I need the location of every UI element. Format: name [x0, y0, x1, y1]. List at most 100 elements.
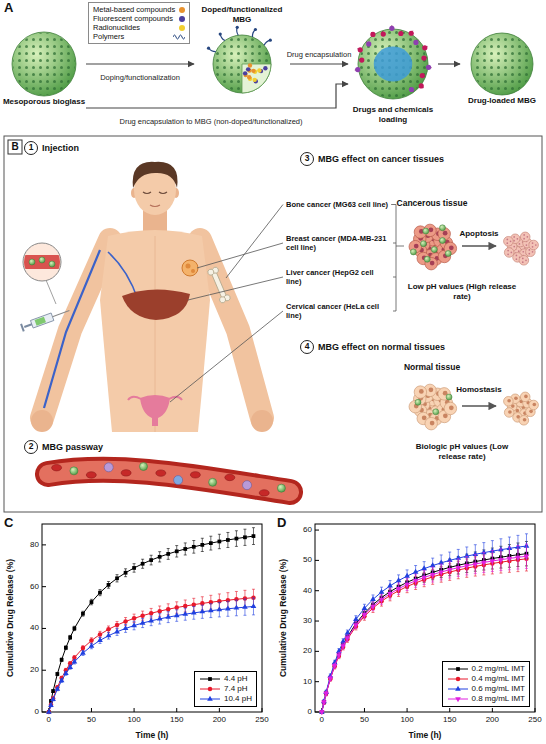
panel-frame	[4, 136, 542, 512]
cell-cluster	[504, 248, 514, 258]
particle-sphere	[426, 65, 431, 70]
edge-label: Drug encapsulation to MBG (non-doped/fun…	[118, 117, 303, 126]
data-series	[363, 618, 366, 619]
blood-cells	[86, 472, 96, 478]
data-series	[192, 553, 195, 554]
data-series	[525, 544, 528, 545]
data-series	[362, 613, 368, 618]
legend-sample	[447, 695, 469, 703]
legend-sample	[207, 696, 213, 701]
data-series	[353, 616, 359, 621]
data-series	[141, 562, 145, 566]
particle-sphere	[398, 31, 403, 36]
plot-frame	[315, 524, 535, 712]
particle-sphere	[359, 30, 427, 98]
data-series	[226, 547, 229, 548]
cell-cluster	[523, 418, 527, 422]
axis-tick	[42, 628, 46, 629]
legend-text: 0.8 mg/mL IMT	[472, 694, 526, 704]
data-series	[116, 635, 119, 636]
step-marker: 1Injection	[24, 141, 79, 155]
data-series	[89, 643, 95, 648]
label-box: Time (h)	[92, 730, 212, 740]
axis-tick	[262, 708, 263, 712]
chart-legend: 4.4 pH7.4 pH10.4 pH	[194, 671, 257, 707]
cell-cluster	[439, 225, 445, 231]
data-series	[81, 646, 86, 651]
legend-text: 4.4 pH	[224, 674, 248, 684]
data-series	[371, 601, 374, 602]
cell-cluster	[430, 261, 435, 266]
data-series	[141, 627, 144, 628]
legend-entry: Radionuclides	[93, 23, 185, 32]
legend-sample	[455, 697, 461, 702]
particle-sphere	[471, 33, 533, 95]
data-series	[474, 576, 477, 577]
data-series	[387, 592, 393, 597]
data-series	[184, 554, 187, 555]
bracket-line	[396, 205, 397, 312]
label-box: 10	[281, 677, 312, 687]
data-series	[481, 561, 487, 566]
data-series	[158, 555, 162, 559]
particle-sphere	[253, 78, 257, 82]
blood-cells	[70, 467, 78, 475]
cell-cluster	[409, 224, 457, 270]
blood-cells	[156, 470, 166, 476]
label-box: 50	[349, 715, 379, 725]
data-series	[491, 540, 494, 541]
data-series	[217, 540, 221, 544]
label-box: 200	[477, 715, 507, 725]
data-series	[320, 541, 528, 713]
data-series	[516, 569, 519, 570]
edge-label-box: Drug encapsulation	[282, 43, 356, 61]
human-body	[219, 296, 227, 304]
cell-cluster	[420, 241, 426, 247]
cell-cluster	[532, 246, 534, 248]
data-series	[319, 534, 529, 714]
data-series	[184, 608, 187, 609]
step-number: 1	[24, 141, 38, 155]
legend-swatch	[179, 25, 185, 31]
data-series	[354, 621, 357, 622]
data-series	[150, 608, 153, 609]
data-series	[406, 590, 409, 591]
cell-cluster	[443, 231, 448, 236]
data-series	[116, 621, 119, 622]
data-series	[252, 534, 256, 538]
cell-cluster	[430, 421, 435, 426]
data-series	[516, 535, 519, 536]
data-series	[175, 557, 178, 558]
axis-tick	[315, 712, 319, 713]
cell-cluster	[504, 392, 539, 425]
data-series	[319, 710, 325, 715]
particle-sphere	[219, 32, 222, 35]
axis-tick-label: 60	[281, 525, 312, 535]
particle-sphere	[242, 64, 271, 93]
axis-tick-label: 50	[76, 715, 106, 725]
syringe-symbol	[30, 313, 53, 328]
blood-cells	[139, 463, 147, 471]
data-series	[353, 623, 359, 628]
syringe-symbol	[39, 257, 45, 263]
data-series	[499, 570, 502, 571]
step-marker: 2MBG passway	[24, 440, 103, 454]
cell-cluster	[504, 232, 539, 265]
cell-cluster	[526, 244, 528, 246]
axis-tick-label: 200	[477, 715, 507, 725]
particle-sphere	[381, 31, 386, 36]
human-body	[251, 410, 273, 432]
data-series	[447, 557, 453, 562]
particle-node: Drugs and chemicals loading	[348, 23, 438, 125]
panel-letter: D	[277, 516, 286, 530]
axis-tick	[535, 708, 536, 712]
particle-node: Doped/functionalized MBG	[194, 5, 290, 103]
data-series	[414, 587, 417, 588]
step-number: 2	[24, 440, 38, 454]
cell-cluster	[516, 258, 518, 260]
particle-sphere	[374, 47, 413, 82]
panel-letter: A	[4, 1, 13, 15]
data-series	[124, 568, 127, 569]
label-box: 60	[8, 582, 39, 592]
